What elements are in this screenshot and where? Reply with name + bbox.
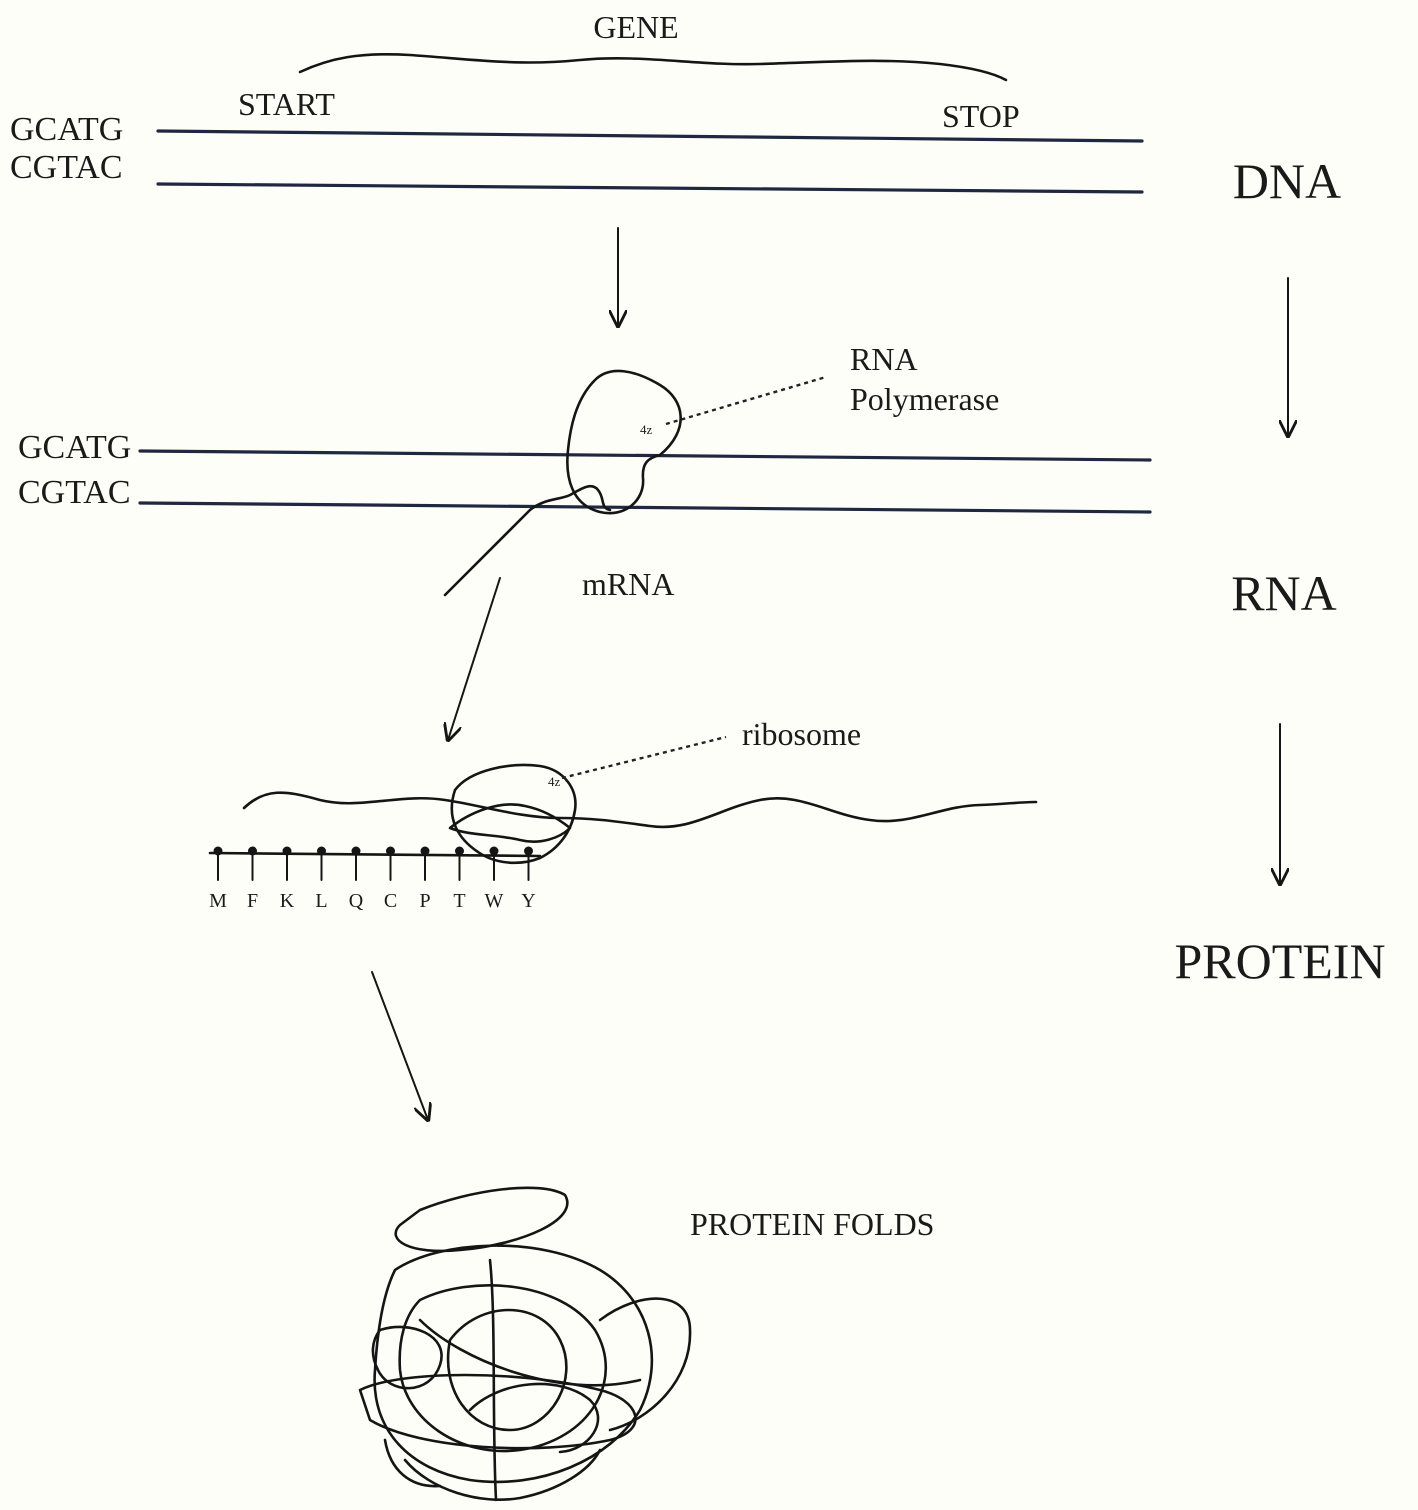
amino-acid-letter: W [485,890,504,912]
rna-polymerase-label-line1: RNA [850,341,918,377]
amino-acid-bead [317,847,326,856]
gene-brace [300,54,1006,80]
rna-polymerase-label-line2: Polymerase [850,381,999,417]
translation-to-folding-arrow [372,972,428,1120]
rna-polymerase-pointer [666,377,826,424]
amino-acid-letter: T [453,890,465,912]
start-label: START [238,86,335,122]
ribosome-pointer [562,737,726,778]
template-bottom-strand [140,503,1150,512]
stage-protein-label: PROTEIN [1174,933,1385,989]
amino-acid-bead [283,847,292,856]
amino-acid-bead [214,847,223,856]
amino-acid-letter: C [384,890,397,912]
stage-dna-label: DNA [1233,153,1341,209]
amino-acid-bead [352,847,361,856]
amino-acid-letter: M [209,890,227,912]
dna-top-strand-sequence: GCATG [10,111,123,148]
amino-acid-bead [524,847,533,856]
mrna-label: mRNA [582,566,674,602]
amino-acid-letter: F [247,890,258,912]
rna-polymerase-site-mark: 4z [640,422,653,437]
amino-acid-letter: P [419,890,430,912]
ribosome-site-mark: 4z [548,774,561,789]
stop-label: STOP [942,98,1020,134]
rna-polymerase-shape [567,371,680,513]
folded-protein-tangle [360,1188,690,1500]
amino-acid-bead [421,847,430,856]
dna-bottom-strand-sequence: CGTAC [10,149,123,186]
template-top-strand [140,451,1150,460]
stage-rna-label: RNA [1231,565,1337,621]
protein-folds-label: PROTEIN FOLDS [690,1206,934,1242]
mrna-to-ribosome-arrow [448,578,500,740]
amino-acid-bead [455,847,464,856]
amino-acid-letter: Y [521,890,535,912]
template-bottom-strand-sequence: CGTAC [18,474,131,511]
gene-label: GENE [593,9,678,45]
ribosome-label: ribosome [742,716,861,752]
amino-acid-letter: L [315,890,327,912]
amino-acid-bead [490,847,499,856]
dna-bottom-strand [158,184,1142,192]
ribosome-inner [450,804,570,841]
template-top-strand-sequence: GCATG [18,429,131,466]
amino-acid-letter: Q [349,890,364,912]
mrna-strand [244,793,1036,827]
amino-acid-bead [386,847,395,856]
amino-acid-letter: K [280,890,295,912]
amino-acid-bead [248,847,257,856]
